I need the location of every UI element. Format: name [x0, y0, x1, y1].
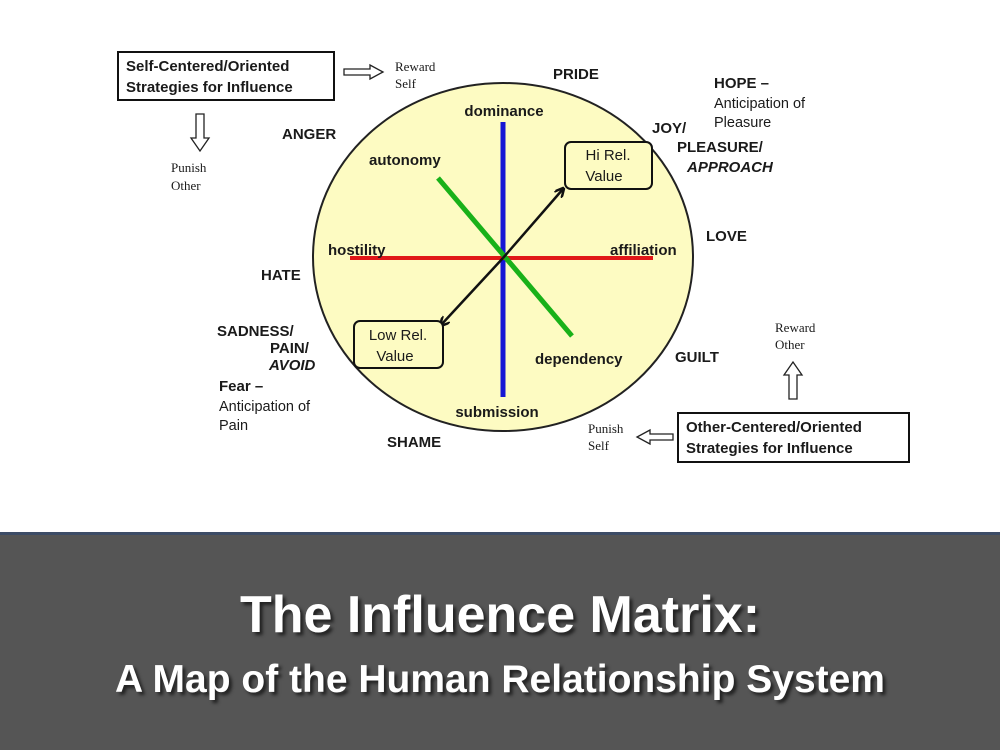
approach-label: APPROACH — [686, 159, 774, 176]
self-centered-line1: Self-Centered/Oriented — [126, 58, 289, 75]
hi-rel-value-arrow — [502, 189, 563, 259]
joy-label: JOY/ — [652, 120, 687, 137]
hi-rel-line2: Value — [585, 168, 622, 185]
reward-self-line1: Reward — [395, 59, 436, 74]
hope-line2: Pleasure — [714, 115, 771, 131]
title-banner: The Influence Matrix: A Map of the Human… — [0, 532, 1000, 750]
slide-title: The Influence Matrix: — [239, 586, 761, 644]
pain-label: PAIN/ — [270, 340, 310, 357]
reward-other-line2: Other — [775, 337, 805, 352]
self-centered-line2: Strategies for Influence — [126, 79, 293, 96]
fear-title: Fear – — [219, 378, 263, 395]
slide-subtitle: A Map of the Human Relationship System — [115, 658, 885, 701]
hi-rel-value-box — [564, 141, 653, 190]
avoid-label: AVOID — [268, 357, 316, 374]
hollow-arrow-up-icon — [782, 360, 804, 400]
low-rel-line2: Value — [376, 348, 413, 365]
pride-label: PRIDE — [553, 66, 599, 83]
fear-line1: Anticipation of — [219, 399, 311, 415]
punish-self-line2: Self — [588, 438, 610, 453]
pleasure-label: PLEASURE/ — [677, 139, 764, 156]
guilt-label: GUILT — [675, 349, 719, 366]
love-label: LOVE — [706, 228, 747, 245]
affiliation-label: affiliation — [610, 242, 677, 259]
self-centered-box — [117, 51, 335, 101]
autonomy-label: autonomy — [369, 152, 441, 169]
dependency-label: dependency — [535, 351, 623, 368]
punish-other-line2: Other — [171, 178, 201, 193]
hollow-arrow-right-icon — [343, 63, 385, 81]
punish-self-line1: Punish — [588, 421, 624, 436]
dominance-label: dominance — [464, 103, 543, 120]
submission-label: submission — [455, 404, 538, 421]
other-centered-line2: Strategies for Influence — [686, 440, 853, 457]
reward-self-line2: Self — [395, 76, 417, 91]
reward-other-line1: Reward — [775, 320, 816, 335]
hope-title: HOPE – — [714, 75, 769, 92]
punish-other-line1: Punish — [171, 160, 207, 175]
hollow-arrow-down-icon — [189, 113, 211, 153]
sadness-label: SADNESS/ — [217, 323, 295, 340]
hi-rel-line1: Hi Rel. — [585, 147, 630, 164]
low-rel-value-box — [353, 320, 444, 369]
other-centered-line1: Other-Centered/Oriented — [686, 419, 862, 436]
hate-label: HATE — [261, 267, 301, 284]
influence-matrix-diagram: dominance submission hostility affiliati… — [117, 51, 910, 463]
hope-line1: Anticipation of — [714, 96, 806, 112]
anger-label: ANGER — [282, 126, 336, 143]
shame-label: SHAME — [387, 434, 441, 451]
other-centered-box — [677, 412, 910, 463]
low-rel-value-arrow — [441, 257, 504, 325]
fear-line2: Pain — [219, 418, 248, 434]
hostility-label: hostility — [328, 242, 386, 259]
hollow-arrow-left-icon — [635, 428, 674, 446]
low-rel-line1: Low Rel. — [369, 327, 427, 344]
